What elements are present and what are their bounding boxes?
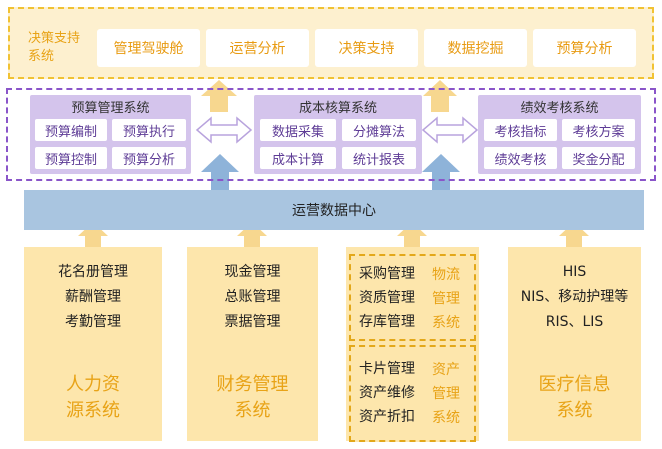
- performance-system: 绩效考核系统 考核指标 考核方案 绩效考核 奖金分配: [478, 95, 641, 174]
- assets-item: 卡片管理: [359, 361, 415, 377]
- management-systems-frame: [6, 88, 656, 181]
- finance-item: 现金管理: [224, 264, 281, 280]
- up-arrow-icon: [566, 235, 582, 247]
- double-arrow-icon: [195, 116, 253, 144]
- logistics-item: 资质管理: [359, 290, 415, 306]
- assets-system-name: 资产管理系统: [432, 362, 460, 426]
- hr-item: 考勤管理: [65, 314, 121, 330]
- performance-cell: 绩效考核: [484, 147, 557, 169]
- assets-item: 资产折扣: [359, 409, 415, 425]
- decision-item-cockpit: 管理驾驶舱: [97, 29, 200, 67]
- up-arrow-icon: [211, 171, 229, 191]
- performance-cell: 奖金分配: [562, 147, 635, 169]
- up-arrow-icon: [431, 96, 449, 112]
- medical-system-column: HIS NIS、移动护理等 RIS、LIS 医疗信息系统: [508, 247, 641, 441]
- up-arrow-icon: [201, 154, 239, 172]
- cost-cell: 统计报表: [342, 147, 416, 169]
- cost-cell: 数据采集: [260, 119, 336, 141]
- medical-item: NIS、移动护理等: [520, 289, 629, 305]
- cost-system-title: 成本核算系统: [298, 101, 377, 116]
- budget-system-title: 预算管理系统: [71, 101, 150, 116]
- assets-item: 资产维修: [359, 385, 415, 401]
- finance-item: 总账管理: [224, 289, 281, 305]
- hr-item: 花名册管理: [58, 264, 128, 280]
- cost-cell: 分摊算法: [342, 119, 416, 141]
- logistics-subbox: 采购管理 资质管理 存库管理 物流管理系统: [349, 254, 476, 341]
- performance-cell: 考核指标: [484, 119, 557, 141]
- data-center-bar: 运营数据中心: [24, 190, 644, 230]
- up-arrow-icon: [85, 235, 101, 247]
- logistics-system-name: 物流管理系统: [432, 267, 460, 331]
- hr-items: 花名册管理 薪酬管理 考勤管理: [24, 260, 162, 335]
- decision-support-title: 决策支持系统: [28, 31, 81, 64]
- finance-items: 现金管理 总账管理 票据管理: [187, 260, 318, 335]
- budget-cell: 预算分析: [112, 147, 186, 169]
- assets-subbox: 卡片管理 资产维修 资产折扣 资产管理系统: [349, 345, 476, 442]
- medical-system-name: 医疗信息系统: [538, 374, 611, 421]
- medical-items: HIS NIS、移动护理等 RIS、LIS: [508, 260, 641, 335]
- hr-system-column: 花名册管理 薪酬管理 考勤管理 人力资源系统: [24, 247, 162, 441]
- hr-system-name: 人力资源系统: [66, 374, 120, 421]
- performance-cell: 考核方案: [562, 119, 635, 141]
- hr-item: 薪酬管理: [65, 289, 121, 305]
- finance-item: 票据管理: [224, 314, 281, 330]
- up-arrow-icon: [244, 235, 260, 247]
- performance-system-title: 绩效考核系统: [520, 101, 599, 116]
- decision-item-mining: 数据挖掘: [424, 29, 527, 67]
- logistics-items: 采购管理 资质管理 存库管理: [359, 262, 415, 334]
- finance-system-name: 财务管理系统: [216, 374, 289, 421]
- decision-item-operations: 运营分析: [206, 29, 309, 67]
- double-arrow-icon: [421, 116, 479, 144]
- finance-system-column: 现金管理 总账管理 票据管理 财务管理系统: [187, 247, 318, 441]
- decision-item-support: 决策支持: [315, 29, 418, 67]
- decision-item-budget: 预算分析: [533, 29, 636, 67]
- logistics-assets-column: 采购管理 资质管理 存库管理 物流管理系统 卡片管理 资产维修 资产折扣 资产管…: [346, 247, 479, 442]
- logistics-item: 存库管理: [359, 314, 415, 330]
- budget-cell: 预算控制: [35, 147, 107, 169]
- medical-item: RIS、LIS: [545, 314, 604, 330]
- medical-item: HIS: [562, 264, 587, 280]
- budget-system: 预算管理系统 预算编制 预算执行 预算控制 预算分析: [30, 95, 191, 174]
- assets-items: 卡片管理 资产维修 资产折扣: [359, 357, 415, 429]
- budget-cell: 预算编制: [35, 119, 107, 141]
- cost-system: 成本核算系统 数据采集 分摊算法 成本计算 统计报表: [254, 95, 422, 174]
- up-arrow-icon: [404, 235, 420, 247]
- up-arrow-icon: [210, 96, 228, 112]
- budget-cell: 预算执行: [112, 119, 186, 141]
- cost-cell: 成本计算: [260, 147, 336, 169]
- up-arrow-icon: [422, 154, 460, 172]
- logistics-item: 采购管理: [359, 266, 415, 282]
- up-arrow-icon: [432, 171, 450, 191]
